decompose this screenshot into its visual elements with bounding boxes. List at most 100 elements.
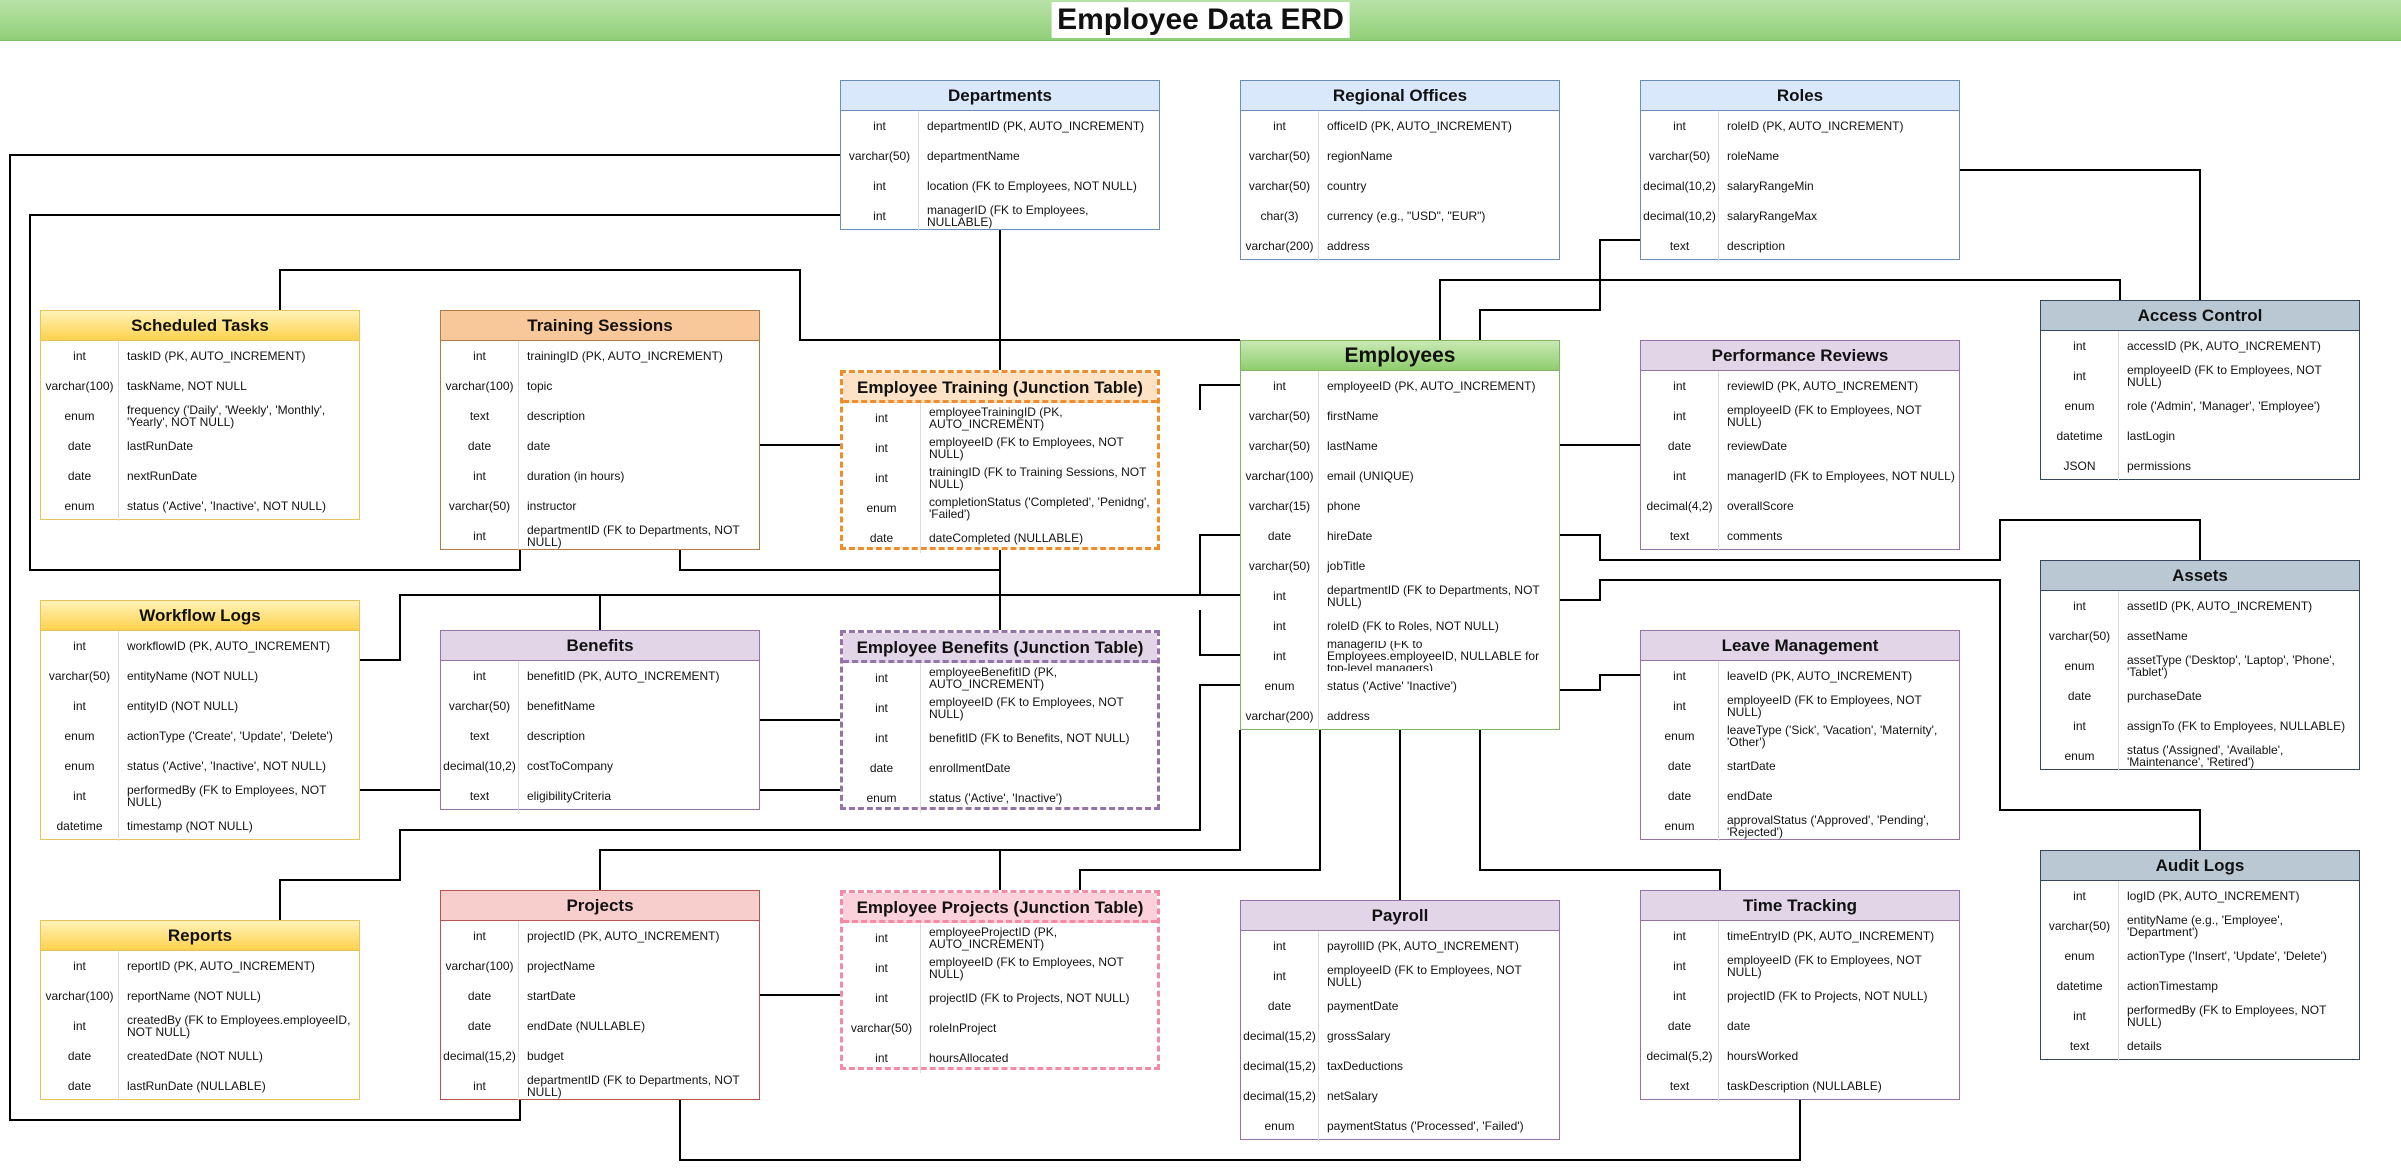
field-row[interactable]: char(3)currency (e.g., "USD", "EUR"): [1241, 201, 1559, 231]
field-row[interactable]: varchar(50)lastName: [1241, 431, 1559, 461]
field-row[interactable]: varchar(100)email (UNIQUE): [1241, 461, 1559, 491]
field-row[interactable]: decimal(10,2)salaryRangeMax: [1641, 201, 1959, 231]
field-row[interactable]: varchar(50)entityName (NOT NULL): [41, 661, 359, 691]
field-row[interactable]: decimal(10,2)salaryRangeMin: [1641, 171, 1959, 201]
field-row[interactable]: varchar(50)instructor: [441, 491, 759, 521]
field-row[interactable]: varchar(100)topic: [441, 371, 759, 401]
field-row[interactable]: varchar(50)firstName: [1241, 401, 1559, 431]
field-row[interactable]: varchar(50)regionName: [1241, 141, 1559, 171]
field-row[interactable]: varchar(50)assetName: [2041, 621, 2359, 651]
field-row[interactable]: decimal(15,2)netSalary: [1241, 1081, 1559, 1111]
field-row[interactable]: varchar(50)entityName (e.g., 'Employee',…: [2041, 911, 2359, 941]
field-row[interactable]: varchar(50)roleInProject: [843, 1013, 1157, 1043]
field-row[interactable]: varchar(50)departmentName: [841, 141, 1159, 171]
field-row[interactable]: decimal(10,2)costToCompany: [441, 751, 759, 781]
field-row[interactable]: decimal(4,2)overallScore: [1641, 491, 1959, 521]
field-row[interactable]: varchar(200)address: [1241, 701, 1559, 731]
field-row[interactable]: decimal(15,2)budget: [441, 1041, 759, 1071]
field-row[interactable]: varchar(100)taskName, NOT NULL: [41, 371, 359, 401]
field-row[interactable]: decimal(15,2)grossSalary: [1241, 1021, 1559, 1051]
field-row[interactable]: varchar(100)projectName: [441, 951, 759, 981]
field-row[interactable]: varchar(50)roleName: [1641, 141, 1959, 171]
field-row[interactable]: varchar(15)phone: [1241, 491, 1559, 521]
field-row[interactable]: decimal(15,2)taxDeductions: [1241, 1051, 1559, 1081]
